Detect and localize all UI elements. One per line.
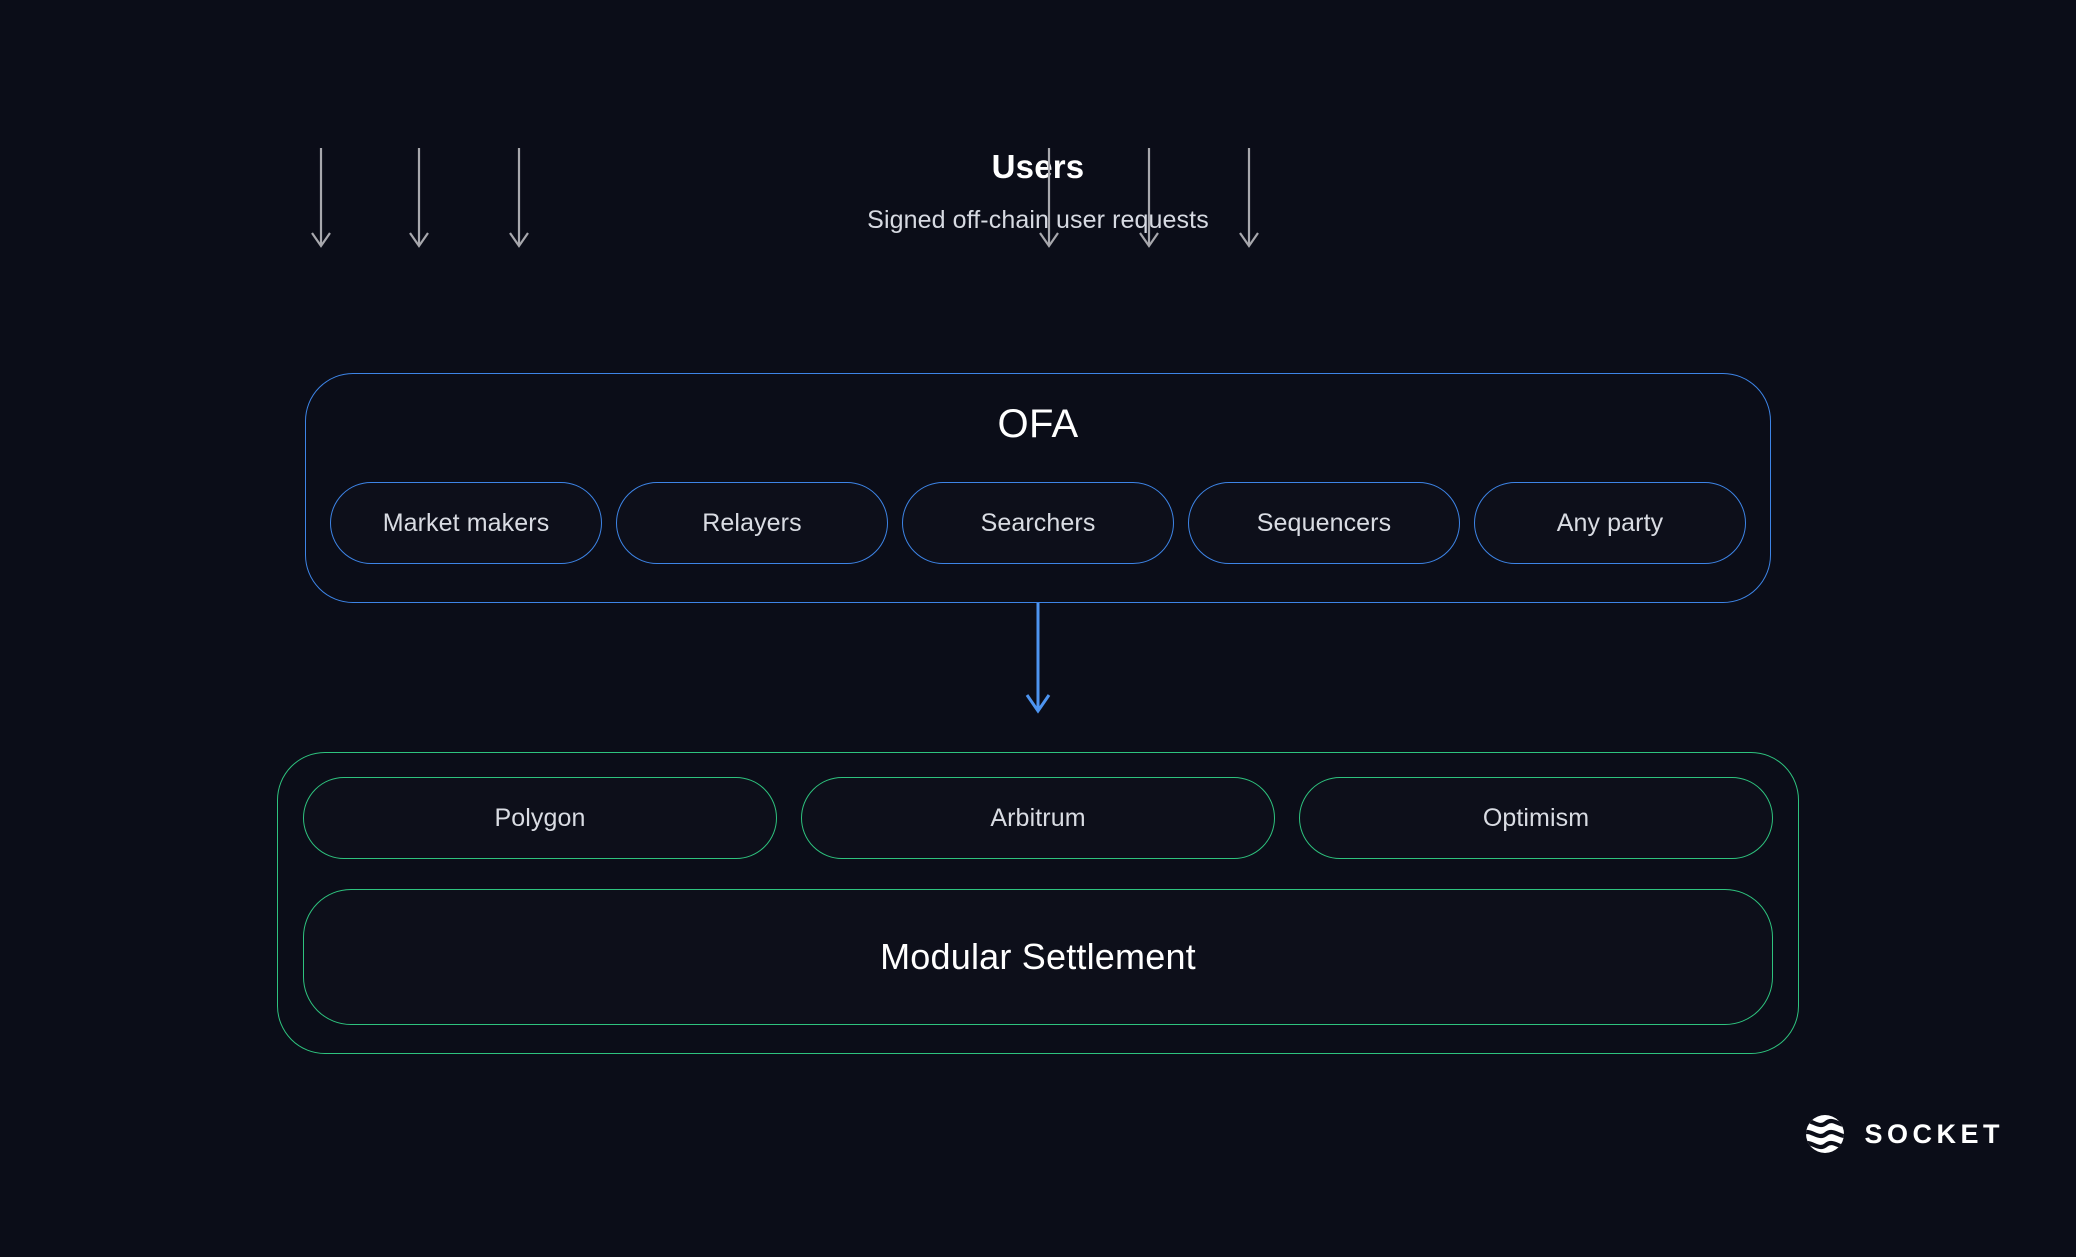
users-subtitle: Signed off-chain user requests	[867, 206, 1209, 234]
arrow-down-icon	[406, 148, 432, 252]
ofa-participant-label: Any party	[1556, 508, 1664, 537]
ofa-participant-any-party[interactable]: Any party	[1474, 482, 1746, 564]
arrow-down-icon	[1136, 148, 1162, 252]
arrow-down-icon	[308, 148, 334, 252]
chain-list: Polygon Arbitrum Optimism	[303, 777, 1773, 859]
ofa-participant-market-makers[interactable]: Market makers	[330, 482, 602, 564]
arrow-down-icon	[1036, 148, 1062, 252]
chain-optimism[interactable]: Optimism	[1299, 777, 1773, 859]
chain-label: Arbitrum	[990, 803, 1086, 832]
chain-polygon[interactable]: Polygon	[303, 777, 777, 859]
chain-label: Polygon	[494, 803, 586, 832]
ofa-participant-label: Searchers	[980, 508, 1096, 537]
brand-logo: SOCKET	[1804, 1113, 2004, 1155]
ofa-participant-list: Market makers Relayers Searchers Sequenc…	[330, 482, 1746, 564]
chain-label: Optimism	[1482, 803, 1590, 832]
brand-name: SOCKET	[1864, 1118, 2004, 1149]
arrow-down-icon	[1236, 148, 1262, 252]
ofa-participant-label: Sequencers	[1256, 508, 1392, 537]
ofa-participant-sequencers[interactable]: Sequencers	[1188, 482, 1460, 564]
ofa-participant-label: Market makers	[382, 508, 550, 537]
settlement-container: Polygon Arbitrum Optimism Modular Settle…	[277, 752, 1799, 1054]
users-title: Users	[991, 148, 1085, 185]
arrow-down-icon	[1023, 603, 1053, 717]
ofa-participant-searchers[interactable]: Searchers	[902, 482, 1174, 564]
socket-sphere-logo-icon	[1806, 1115, 1845, 1153]
ofa-title: OFA	[997, 402, 1079, 446]
chain-arbitrum[interactable]: Arbitrum	[801, 777, 1275, 859]
modular-settlement-box[interactable]: Modular Settlement	[303, 889, 1773, 1025]
modular-settlement-label: Modular Settlement	[880, 936, 1196, 977]
arrow-down-icon	[506, 148, 532, 252]
users-section: Users Signed off-chain user requests	[0, 148, 2076, 253]
ofa-container: OFA Market makers Relayers Searchers Seq…	[305, 373, 1771, 603]
ofa-participant-label: Relayers	[702, 508, 802, 537]
ofa-participant-relayers[interactable]: Relayers	[616, 482, 888, 564]
